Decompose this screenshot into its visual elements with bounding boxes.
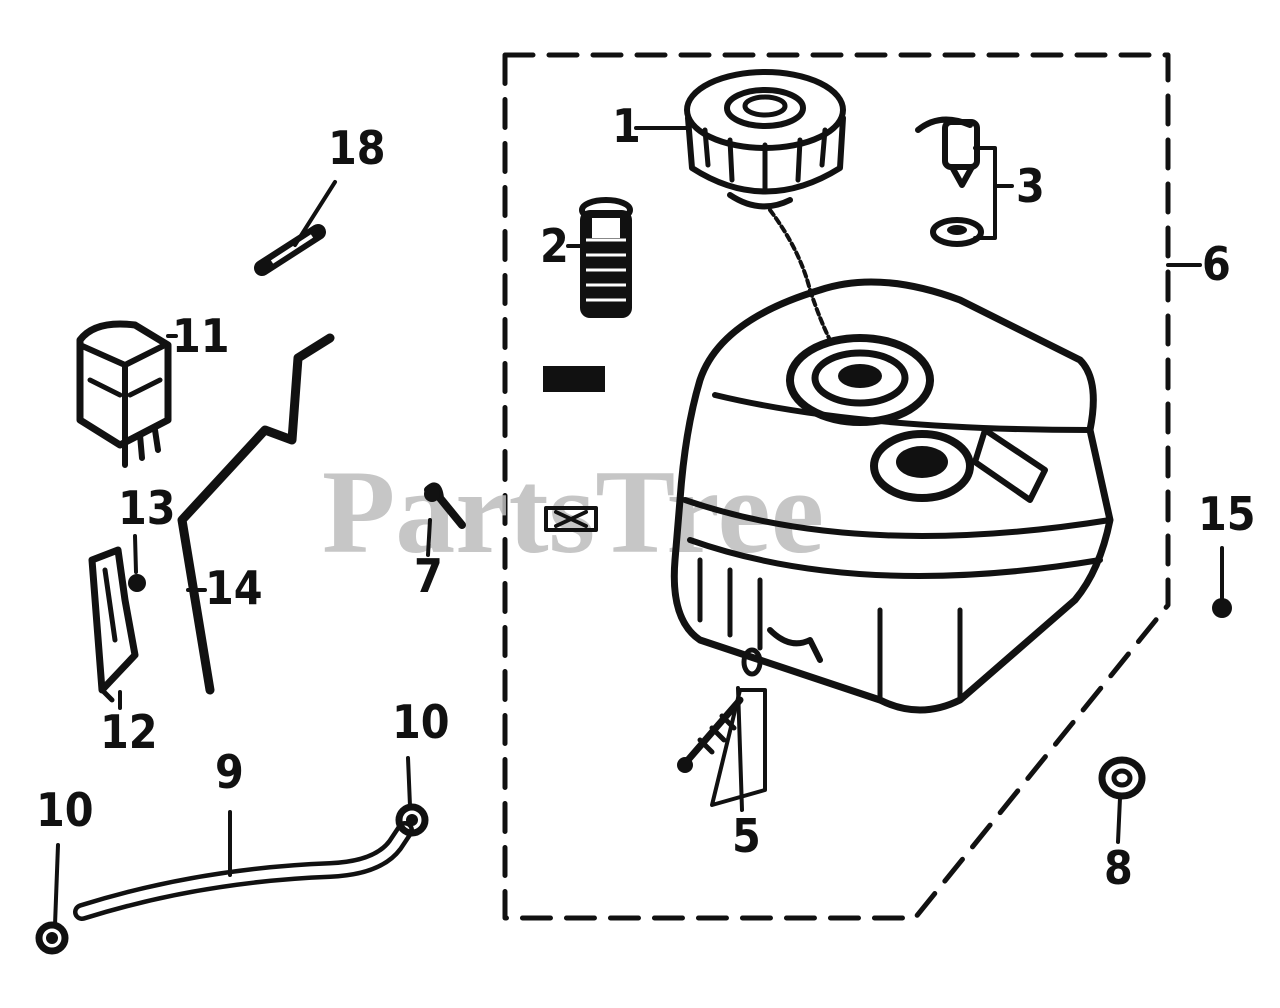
control-rod-part[interactable] <box>177 333 335 695</box>
callout-18: 18 <box>328 121 386 175</box>
switch-part[interactable] <box>76 320 172 468</box>
leader-lines <box>53 126 1224 927</box>
fuel-line-part[interactable] <box>73 821 414 921</box>
clip-part[interactable] <box>424 482 466 529</box>
washer-part[interactable] <box>1098 756 1146 800</box>
fuel-filter-part[interactable] <box>579 197 633 318</box>
hose-clamp-left-part[interactable] <box>35 921 69 955</box>
callout-10-right: 10 <box>392 695 450 749</box>
fuel-tank-part[interactable] <box>670 278 1114 714</box>
callout-13: 13 <box>118 481 176 535</box>
callout-2: 2 <box>540 219 569 273</box>
callout-12: 12 <box>100 705 158 759</box>
assembly-boundary <box>502 52 1171 921</box>
callout-8: 8 <box>1104 841 1133 895</box>
fuel-valve-part[interactable] <box>915 116 984 247</box>
pin-part[interactable] <box>254 224 326 276</box>
fuel-cap-part[interactable] <box>684 69 846 342</box>
callout-9: 9 <box>215 745 244 799</box>
callout-7: 7 <box>414 549 443 603</box>
hose-clamp-right-part[interactable] <box>395 803 429 837</box>
bracket-screw-part[interactable] <box>128 574 146 592</box>
drain-bolt-part[interactable] <box>677 647 767 807</box>
callout-14: 14 <box>205 561 263 615</box>
decal-block-icon <box>543 366 605 392</box>
callout-15: 15 <box>1198 487 1256 541</box>
callout-11: 11 <box>172 309 230 363</box>
callout-5: 5 <box>732 809 761 863</box>
callout-6: 6 <box>1202 237 1231 291</box>
callout-1: 1 <box>612 99 641 153</box>
bracket-part[interactable] <box>88 546 139 703</box>
screw-part[interactable] <box>1212 598 1232 618</box>
callout-10-left: 10 <box>36 783 94 837</box>
callout-3: 3 <box>1016 159 1045 213</box>
decal-small-icon <box>544 506 598 532</box>
